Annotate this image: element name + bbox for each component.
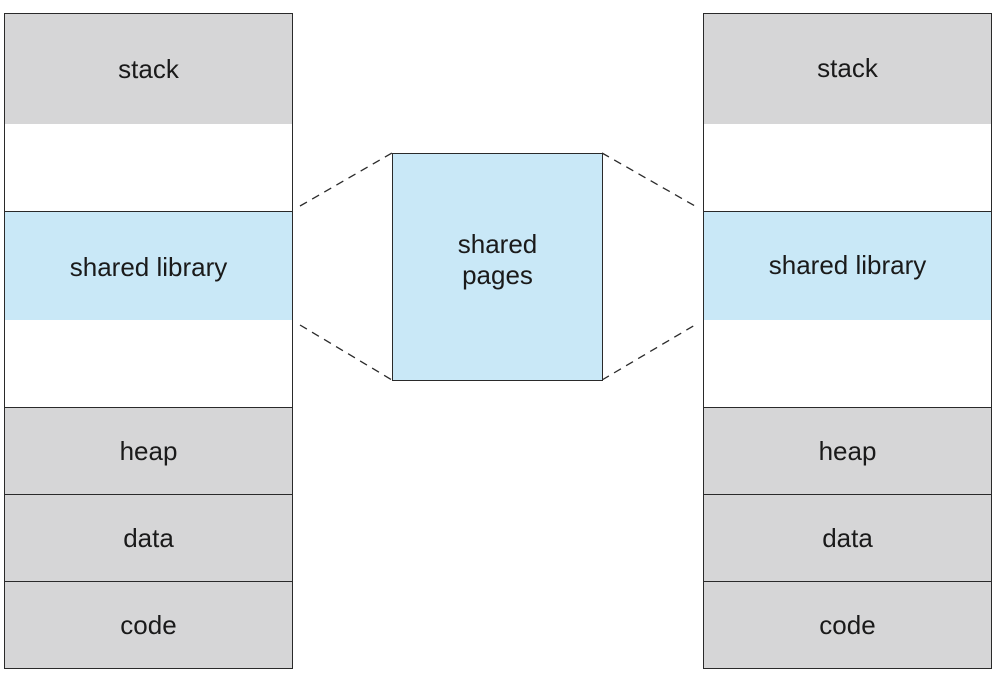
right-bottom-mapping-line <box>601 324 696 381</box>
right-code-label: code <box>819 610 876 640</box>
right-heap-segment: heap <box>703 407 992 495</box>
right-free-space-upper <box>703 124 992 212</box>
left-data-label: data <box>123 523 174 553</box>
dashed-mapping-lines <box>299 152 696 381</box>
right-top-mapping-line <box>601 152 696 207</box>
left-heap-segment: heap <box>4 407 293 495</box>
left-code-segment: code <box>4 581 293 669</box>
right-shared-library-label: shared library <box>768 250 927 280</box>
left-heap-label: heap <box>119 436 178 466</box>
right-stack-label: stack <box>817 53 878 83</box>
left-data-segment: data <box>4 494 293 582</box>
shared-pages-label-line2: pages <box>462 260 533 290</box>
left-shared-library-label: shared library <box>69 252 228 282</box>
right-shared-library-segment: shared library <box>703 211 992 321</box>
shared-pages-label-line1: shared <box>457 229 538 259</box>
right-data-label: data <box>822 523 873 553</box>
right-stack-segment: stack <box>703 13 992 125</box>
left-free-space-upper <box>4 124 293 212</box>
shared-pages-block: shared pages <box>392 153 603 381</box>
right-data-segment: data <box>703 494 992 582</box>
left-stack-label: stack <box>118 54 179 84</box>
left-bottom-mapping-line <box>299 324 393 381</box>
left-code-label: code <box>120 610 177 640</box>
left-stack-segment: stack <box>4 13 293 125</box>
right-code-segment: code <box>703 581 992 669</box>
right-free-space-lower <box>703 320 992 408</box>
left-free-space-lower <box>4 320 293 408</box>
right-heap-label: heap <box>818 436 877 466</box>
left-top-mapping-line <box>299 152 393 207</box>
left-shared-library-segment: shared library <box>4 211 293 321</box>
